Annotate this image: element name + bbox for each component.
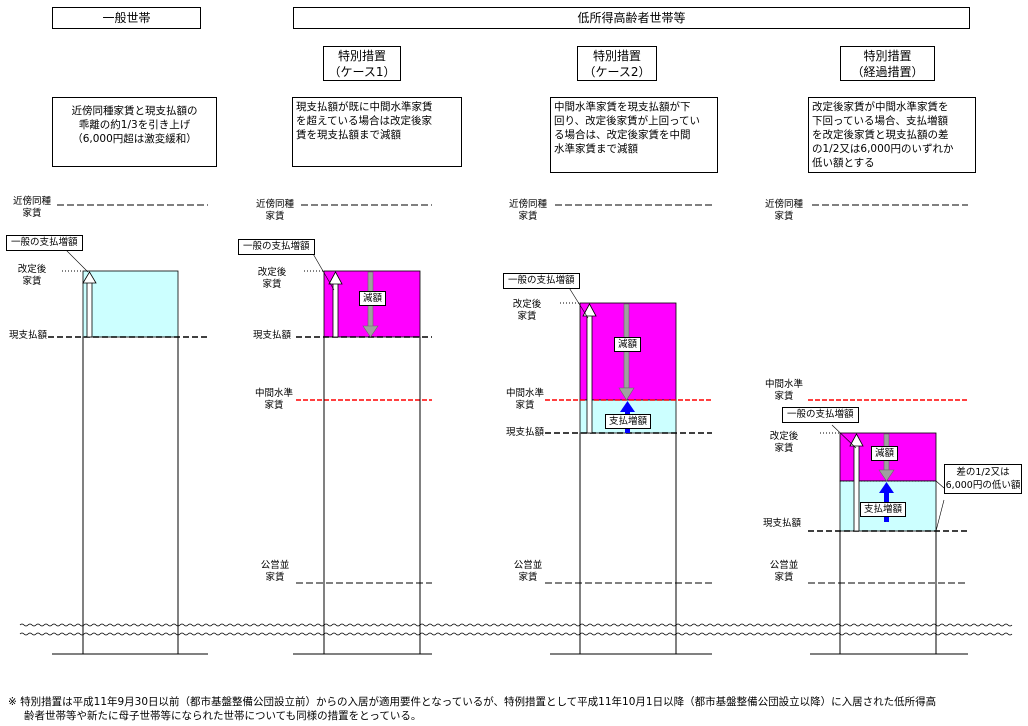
label-current-payment-col0: 現支払額 (8, 330, 47, 341)
label-revised-rent-col1: 改定後家賃 (257, 267, 287, 290)
label-market-rent-col1: 近傍同種家賃 (255, 199, 294, 222)
label-revised-rent-col2: 改定後家賃 (512, 299, 542, 322)
desc-general-line3: （6,000円超は激変緩和） (72, 133, 197, 145)
label-market-rent-col0: 近傍同種家賃 (12, 196, 51, 219)
increase-area-col0 (82, 270, 179, 338)
label-revised-rent-col0: 改定後家賃 (17, 264, 47, 287)
up-arrow-col2 (582, 303, 597, 434)
title-transitional: 特別措置 （経過措置） (840, 46, 935, 81)
desc-transitional-line4: の1/2又は6,000円のいずれか (812, 143, 954, 155)
label-public-rent-col3: 公営並家賃 (769, 560, 799, 583)
reduction-label-col1: 減額 (359, 291, 387, 306)
callout-general-increase-col2: 一般の支払増額 (503, 273, 580, 289)
desc-general: 近傍同種家賃と現支払額の 乖離の約1/3を引き上げ （6,000円超は激変緩和） (52, 97, 217, 167)
label-market-rent-col2: 近傍同種家賃 (508, 199, 547, 222)
up-arrow-col1 (328, 271, 343, 338)
title-case1: 特別措置 （ケース1） (323, 46, 401, 81)
desc-case2-line1: 中間水準家賃を現支払額が下 (554, 101, 691, 113)
header-low-income-elderly: 低所得高齢者世帯等 (293, 7, 970, 29)
label-market-rent-col3: 近傍同種家賃 (764, 199, 803, 222)
title-case2: 特別措置 （ケース2） (577, 46, 657, 81)
title-transitional-line2: （経過措置） (851, 65, 924, 79)
callout-general-increase-col0: 一般の支払増額 (6, 235, 83, 251)
desc-case1: 現支払額が既に中間水準家賃 を超えている場合は改定後家 賃を現支払額まで減額 (292, 97, 462, 167)
desc-transitional-line5: 低い額とする (812, 157, 875, 169)
desc-case2: 中間水準家賃を現支払額が下 回り、改定後家賃が上回ってい る場合は、改定後家賃を… (550, 97, 718, 173)
desc-case2-line4: 水準家賃まで減額 (554, 143, 638, 155)
header-general-households: 一般世帯 (52, 7, 201, 29)
up-arrow-col3 (849, 433, 864, 532)
title-transitional-line1: 特別措置 (863, 49, 912, 63)
desc-case1-line2: を超えている場合は改定後家 (296, 115, 432, 127)
callout-general-increase-col3: 一般の支払増額 (782, 407, 859, 423)
side-note-half-or-6000: 差の1/2又は 6,000円の低い額 (944, 464, 1022, 494)
desc-transitional-line2: 下回っている場合、支払増額 (812, 115, 948, 127)
desc-case1-line3: 賃を現支払額まで減額 (296, 129, 401, 141)
title-case2-line1: 特別措置 (592, 49, 641, 63)
desc-general-line1: 近傍同種家賃と現支払額の (71, 105, 198, 117)
label-current-payment-col1: 現支払額 (252, 330, 291, 341)
desc-transitional: 改定後家賃が中間水準家賃を 下回っている場合、支払増額 を改定後家賃と現支払額の… (808, 97, 976, 173)
footnote: ※ 特別措置は平成11年9月30日以前（都市基盤整備公団設立前）からの入居が適用… (8, 695, 1023, 723)
footnote-line2: 齢者世帯等や新たに母子世帯等になられた世帯についても同様の措置をとっている。 (24, 710, 422, 722)
desc-case2-line2: 回り、改定後家賃が上回ってい (554, 115, 701, 127)
title-case1-line1: 特別措置 (337, 49, 386, 63)
reduction-label-col2: 減額 (614, 337, 642, 352)
label-mid-rent-col1: 中間水準家賃 (254, 388, 293, 411)
reduction-label-col3: 減額 (871, 446, 899, 461)
label-public-rent-col2: 公営並家賃 (513, 560, 543, 583)
label-mid-rent-col2: 中間水準家賃 (505, 388, 544, 411)
up-arrow-col0 (82, 271, 97, 338)
label-revised-rent-col3: 改定後家賃 (769, 431, 799, 454)
label-current-payment-col2: 現支払額 (505, 427, 544, 438)
title-case2-line2: （ケース2） (583, 65, 651, 79)
desc-case1-line1: 現支払額が既に中間水準家賃 (296, 101, 433, 113)
title-case1-line2: （ケース1） (328, 65, 396, 79)
callout-general-increase-col1: 一般の支払増額 (238, 239, 315, 255)
desc-case2-line3: る場合は、改定後家賃を中間 (554, 129, 691, 141)
desc-transitional-line1: 改定後家賃が中間水準家賃を (812, 101, 949, 113)
increase-label-col3: 支払増額 (860, 502, 907, 517)
label-public-rent-col1: 公営並家賃 (260, 560, 290, 583)
desc-transitional-line3: を改定後家賃と現支払額の差 (812, 129, 949, 141)
desc-general-line2: 乖離の約1/3を引き上げ (78, 119, 191, 131)
increase-label-col2: 支払増額 (605, 414, 652, 429)
label-current-payment-col3: 現支払額 (762, 518, 801, 529)
footnote-line1: ※ 特別措置は平成11年9月30日以前（都市基盤整備公団設立前）からの入居が適用… (8, 696, 937, 708)
wave-break-2 (19, 632, 1013, 636)
label-mid-rent-col3: 中間水準家賃 (764, 379, 803, 402)
wave-break-1 (19, 623, 1013, 627)
